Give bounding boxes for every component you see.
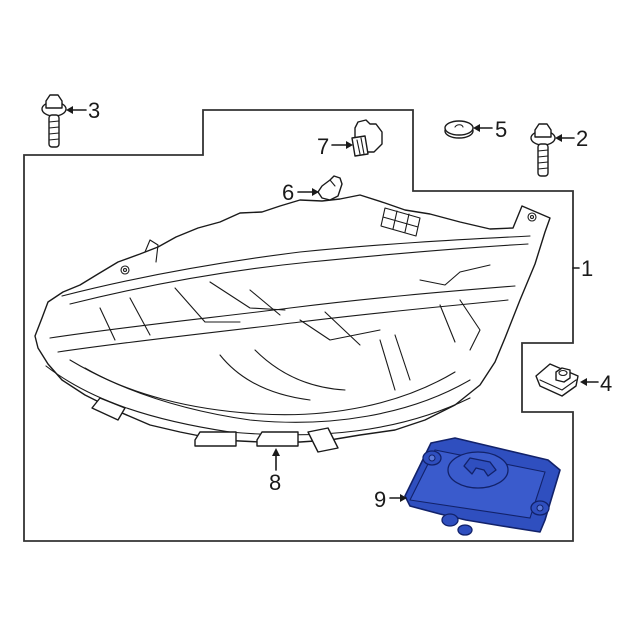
bulb-socket-icon[interactable]: [351, 119, 383, 157]
clip-nut-icon[interactable]: [535, 363, 579, 397]
callout-4: 4: [600, 371, 612, 396]
callout-9: 9: [374, 487, 386, 512]
callout-3: 3: [88, 98, 100, 123]
callout-7: 7: [317, 134, 329, 159]
callout-1: 1: [581, 256, 593, 281]
control-module-icon[interactable]: [404, 437, 561, 536]
callout-5: 5: [495, 117, 507, 142]
callout-6: 6: [282, 180, 294, 205]
callout-8: 8: [269, 470, 281, 495]
grommet-cap-icon[interactable]: [444, 120, 474, 139]
headlamp-assembly-icon[interactable]: [34, 194, 551, 453]
flange-bolt-left-icon[interactable]: [41, 94, 67, 148]
assembly-frame: [23, 109, 574, 542]
callout-2: 2: [576, 126, 588, 151]
bulb-small-icon[interactable]: [317, 175, 343, 201]
flange-bolt-right-icon[interactable]: [530, 123, 556, 177]
